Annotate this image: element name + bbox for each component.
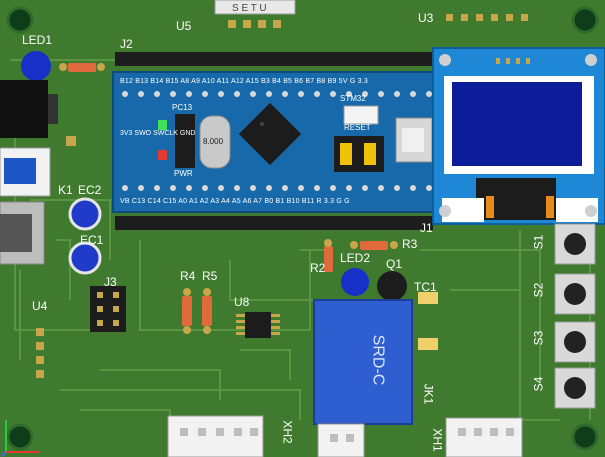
- u8-label: U8: [234, 295, 250, 309]
- pc13-label: PC13: [172, 103, 193, 112]
- swd-labels: 3V3 SWO SWCLK GND: [120, 130, 196, 137]
- ec2-label: EC2: [78, 183, 102, 197]
- setu-label: S E T U: [232, 3, 267, 14]
- mounting-hole: [571, 423, 599, 451]
- header-bottom-pins-label: VB C13 C14 C15 A0 A1 A2 A3 A4 A5 A6 A7 B…: [120, 198, 350, 205]
- s2-label: S2: [531, 282, 546, 298]
- pwr-led: [158, 150, 167, 160]
- r5-label: R5: [202, 269, 218, 283]
- bluepill-pads: [122, 91, 432, 191]
- led2-label: LED2: [340, 251, 371, 265]
- j1-label: J1: [420, 221, 433, 235]
- ec2-capacitor: [68, 197, 102, 231]
- ec1-capacitor: [68, 241, 102, 275]
- tc1: [418, 292, 438, 304]
- pc13-led: [158, 120, 167, 130]
- pwr-label: PWR: [174, 169, 193, 178]
- r4-label: R4: [180, 269, 196, 283]
- r2-resistor: [324, 246, 333, 272]
- r3-resistor: [360, 241, 388, 250]
- xh-connector: [317, 423, 365, 457]
- u4-pins: [36, 328, 44, 378]
- j2-header: [115, 52, 433, 66]
- r2-label: R2: [310, 261, 326, 275]
- xh2-label: XH2: [280, 420, 295, 444]
- s1-label: S1: [531, 234, 546, 250]
- u8-chip: [245, 312, 271, 338]
- j2-label: J2: [120, 37, 133, 51]
- s4-label: S4: [531, 376, 546, 392]
- u5-pins: [228, 20, 281, 28]
- k1-label: K1: [58, 183, 73, 197]
- u4-label: U4: [32, 299, 48, 313]
- mounting-hole: [571, 6, 599, 34]
- u3-pins: [446, 14, 528, 21]
- reset-button[interactable]: [343, 105, 379, 125]
- j1-header: [115, 216, 433, 230]
- xh1-label: XH1: [430, 428, 445, 452]
- q1-label: Q1: [386, 257, 403, 271]
- u5-connector: [214, 0, 296, 15]
- u3-label: U3: [418, 11, 434, 25]
- r3-label: R3: [402, 237, 418, 251]
- crystal-icon: [199, 115, 231, 169]
- j3-header: [90, 286, 126, 332]
- xh2-connector: [167, 415, 264, 457]
- u5-label: U5: [176, 19, 192, 33]
- tactile-switch-icon: [554, 223, 596, 409]
- xh1-connector: [445, 417, 523, 457]
- relay-label: SRD-C: [369, 334, 387, 386]
- axis-icon: [1, 420, 40, 457]
- crystal-label: 8.000: [203, 137, 224, 146]
- led2: [341, 268, 369, 296]
- ec1-label: EC1: [80, 233, 104, 247]
- mounting-hole: [6, 423, 34, 451]
- dc-jack-icon: [0, 80, 48, 138]
- reset-label: RESET: [344, 123, 371, 132]
- stm32-label: STM32: [340, 94, 366, 103]
- r5-resistor: [202, 296, 212, 326]
- mounting-hole: [6, 6, 34, 34]
- led1-label: LED1: [22, 33, 53, 47]
- tc1-label: TC1: [414, 280, 437, 294]
- r4-resistor: [182, 296, 192, 326]
- relay-icon: [313, 299, 413, 425]
- led1: [21, 51, 51, 81]
- s3-label: S3: [531, 330, 546, 346]
- j3-label: J3: [104, 275, 117, 289]
- mcu-chip-icon: [238, 102, 302, 166]
- resistor: [68, 63, 96, 72]
- q1-transistor: [377, 271, 407, 301]
- regulator: [175, 114, 195, 168]
- jk1-label: JK1: [421, 383, 436, 405]
- header-top-pins-label: B12 B13 B14 B15 A8 A9 A10 A11 A12 A15 B3…: [120, 78, 368, 85]
